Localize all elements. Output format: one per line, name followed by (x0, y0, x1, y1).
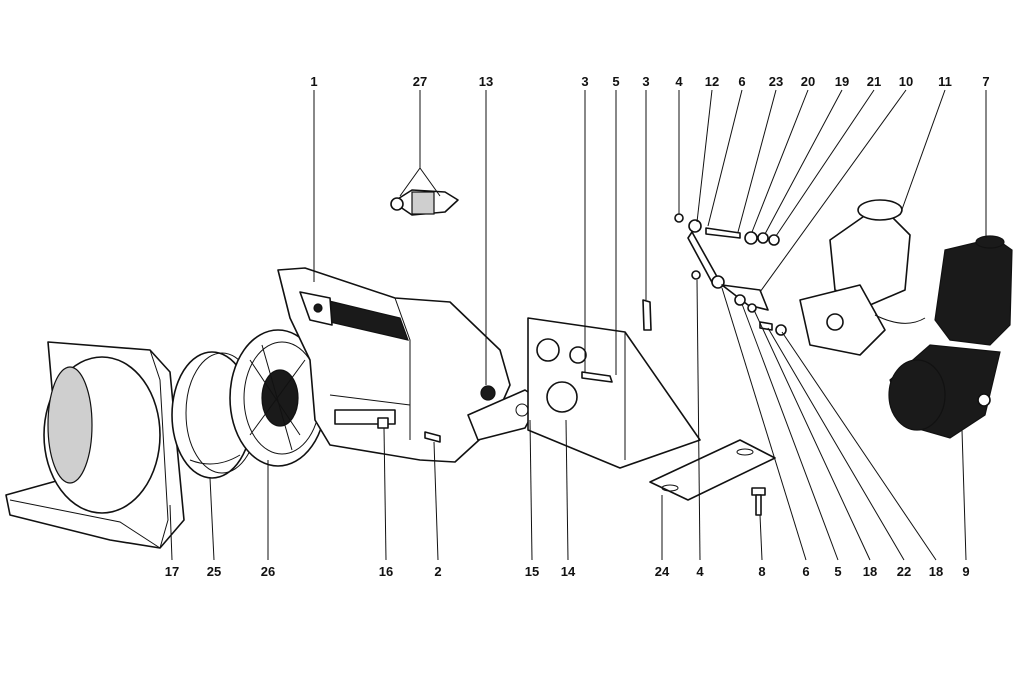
callout-8: 8 (758, 564, 765, 579)
headlamp-surround-17 (5, 341, 185, 549)
callout-6a: 6 (738, 74, 745, 89)
callout-3a: 3 (581, 74, 588, 89)
callouts-top: 1 27 13 3 5 3 4 12 6 23 20 19 21 10 11 7 (310, 74, 989, 89)
lamp-bulb-27 (390, 189, 459, 216)
callout-26: 26 (261, 564, 275, 579)
callout-10: 10 (899, 74, 913, 89)
callout-18b: 18 (929, 564, 943, 579)
callout-11: 11 (938, 74, 952, 89)
callout-21: 21 (867, 74, 881, 89)
callout-17: 17 (165, 564, 179, 579)
callout-12: 12 (705, 74, 719, 89)
callout-23: 23 (769, 74, 783, 89)
callout-20: 20 (801, 74, 815, 89)
headlamp-housing-1 (277, 267, 511, 463)
leader-lines (169, 89, 987, 561)
callout-14: 14 (561, 564, 576, 579)
callout-19: 19 (835, 74, 849, 89)
lamp-reflector-26 (229, 329, 327, 467)
motor-bracket (527, 299, 701, 469)
callout-9: 9 (962, 564, 969, 579)
callout-25: 25 (207, 564, 221, 579)
callout-3b: 3 (642, 74, 649, 89)
callout-4a: 4 (675, 74, 683, 89)
callout-1: 1 (310, 74, 317, 89)
callout-6b: 6 (802, 564, 809, 579)
lamp-motor-10-11 (799, 199, 926, 356)
callout-4b: 4 (696, 564, 704, 579)
actuator-unit-7-9 (888, 235, 1013, 439)
callout-16: 16 (379, 564, 393, 579)
callout-5a: 5 (612, 74, 619, 89)
callout-27: 27 (413, 74, 427, 89)
linkage-parts (674, 213, 787, 336)
callout-2: 2 (434, 564, 441, 579)
callouts-bottom: 17 25 26 16 2 15 14 24 4 8 6 5 18 22 18 … (165, 564, 970, 579)
callout-13: 13 (479, 74, 493, 89)
callout-18a: 18 (863, 564, 877, 579)
callout-7: 7 (982, 74, 989, 89)
callout-22: 22 (897, 564, 911, 579)
callout-24: 24 (655, 564, 670, 579)
callout-15: 15 (525, 564, 539, 579)
callout-5b: 5 (834, 564, 841, 579)
